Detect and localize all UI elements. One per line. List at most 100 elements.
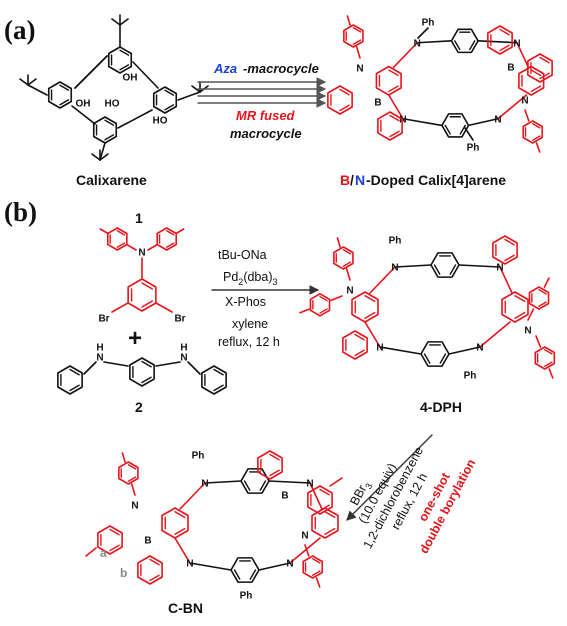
ring-double-bond [269,469,280,477]
bn-nitrogen-outer: N [521,96,528,107]
tbutyl-bond [99,153,109,161]
ring-outline [327,85,353,115]
ring-outline [377,111,403,141]
bn-nitrogen-outer: N [356,64,363,75]
bond [499,266,513,294]
ring-outline [343,24,364,48]
bond [394,264,432,268]
panel-label-a: (a) [4,15,35,45]
ring-double-bond [119,49,130,56]
bond [467,117,499,127]
ring-double-bond [116,230,126,236]
ring-double-bond [141,282,154,290]
ring-double-bond [469,40,476,51]
ring-outline [527,53,553,83]
bn-fused-ring [527,53,553,83]
ring-double-bond [104,119,115,126]
ring-double-bond [499,28,510,36]
bond [477,40,518,44]
compound2-phenyl-ring [201,365,227,395]
n-aryl-bond [345,268,351,281]
ring-double-bond [389,114,400,122]
ring-outline [311,507,339,539]
ring-double-bond [59,84,70,91]
bond [448,346,481,355]
cbn-macrocycle-core-ring-left [161,507,189,539]
phenyl-label: Ph [422,18,435,29]
compound-2-label: 2 [135,399,143,415]
arrow-top-label-prefix: Aza [213,61,237,76]
compound1-nitrogen: N [138,248,145,259]
ring-double-bond [213,368,224,376]
cbn-tolyl [302,555,324,579]
methyl-bond [336,237,341,248]
ring-double-bond [141,360,152,368]
compound2-phenyl-ring [57,365,83,395]
cbn-fused-ring [257,450,283,480]
ring-double-bond [354,333,365,341]
compound2-h: H [180,343,187,354]
ring-double-bond [165,230,175,236]
n-aryl-bond [147,243,159,251]
ring-outline [57,365,83,395]
ring-outline [152,86,178,114]
cbn-boron: B [144,536,151,547]
dph-nitrogen-outer: N [524,326,531,337]
dph-macrocycle-core-ring-right [501,291,529,323]
bond [387,94,404,120]
calixarene-aryl-ring-0 [107,46,133,74]
phenyl-label: Ph [467,143,480,154]
ring-double-bond [423,353,431,364]
bn-calixarene-nitrogen: N [513,38,520,49]
compound-1-label: 1 [135,210,143,226]
ring-double-bond [352,27,362,33]
ring-double-bond [319,488,330,496]
n-aryl-bond [130,483,136,496]
arrow-bottom-label-line1: MR fused [236,108,296,123]
bond [71,105,96,125]
dph-tolyl [528,286,550,310]
methyl-bond [121,452,126,463]
methyl-bond [346,15,351,26]
dph-macrocycle-core-ring-left [351,291,379,323]
ring-double-bond [116,242,126,248]
ring-double-bond [324,527,336,535]
tbutyl-bond [27,84,48,96]
ring-outline [127,278,157,312]
ring-double-bond [530,85,542,93]
ring-double-bond [141,300,154,308]
bn-boron: B [507,63,514,74]
ring-double-bond [504,238,515,246]
bond [379,346,422,355]
bn-fused-ring [487,25,513,55]
tbutyl-bond [27,78,37,86]
bond [155,302,173,313]
arrow-head [316,77,326,87]
bond [416,40,453,44]
bromine-label: Br [98,314,109,325]
ring-double-bond [339,104,350,112]
bond [258,562,291,571]
bn-caption-slash: / [350,172,354,188]
arrow-head [316,91,326,101]
methyl-bond [315,577,321,588]
ring-double-bond [459,124,466,135]
ring-double-bond [532,135,541,141]
ring-double-bond [243,480,251,491]
ring-double-bond [514,311,526,319]
ring-double-bond [59,99,70,106]
phenyl-label: Ph [240,591,253,602]
phenyl-label: Ph [464,371,477,382]
plus-sign: + [128,325,142,352]
ring-double-bond [164,89,175,96]
ring-outline [518,65,545,96]
bn-fused-ring [327,85,353,115]
condition-solvent: xylene [232,317,268,331]
bond [497,94,528,120]
bn-fused-ring [377,111,403,141]
bn-boron: B [374,98,381,109]
ring-double-bond [165,242,175,248]
hydroxyl-label: HO [153,116,168,127]
ring-double-bond [544,349,553,355]
tbutyl-bond [19,78,29,86]
